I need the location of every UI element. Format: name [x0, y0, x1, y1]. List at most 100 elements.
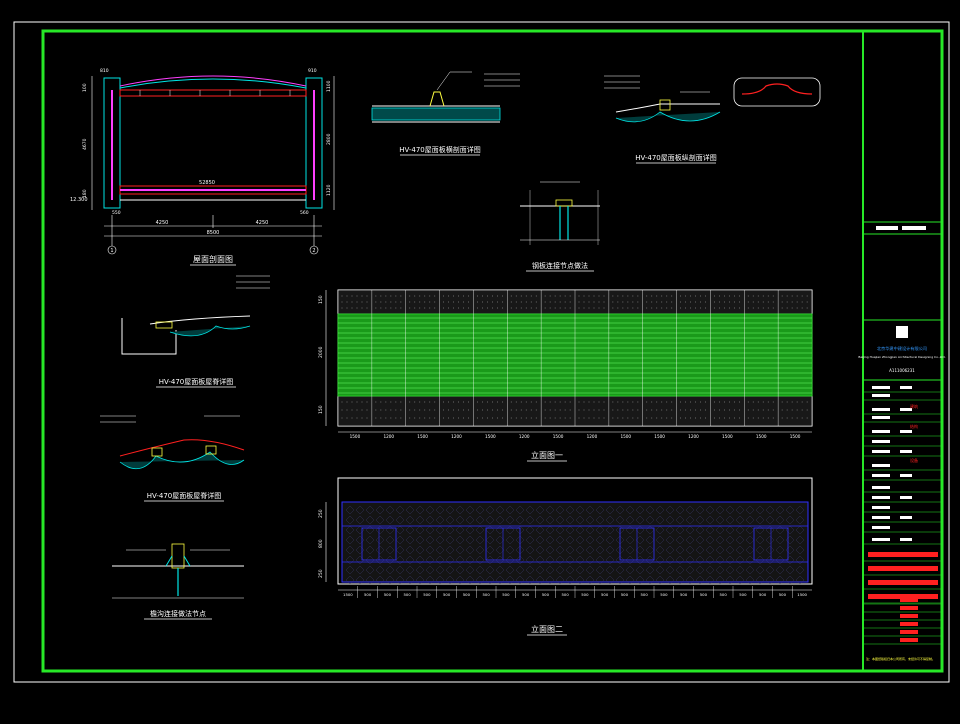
elev1-texture-dot [491, 409, 493, 411]
bottom-dim-a: 4250 [156, 220, 169, 226]
elev2-texture [765, 505, 775, 515]
elev1-texture-dot [510, 307, 512, 309]
elev1-texture-dot [705, 295, 707, 297]
elev1-left-dim-b: 2000 [318, 346, 324, 358]
elev1-texture-dot [723, 409, 725, 411]
elev1-texture-dot [356, 307, 358, 309]
elev2-texture [495, 505, 505, 515]
elev2-texture [685, 525, 695, 535]
elev2-texture [505, 505, 515, 515]
elev2-texture [695, 545, 705, 555]
elev2-texture [675, 545, 685, 555]
elev2-texture [675, 565, 685, 575]
elev2-texture [785, 575, 795, 585]
elev2-texture [445, 545, 455, 555]
elev1-texture-dot [632, 417, 634, 419]
elev2-texture [525, 525, 535, 535]
tb-row-text [872, 430, 890, 433]
elev2-texture [715, 505, 725, 515]
tb-red-bar [868, 552, 938, 557]
elev1-texture-dot [617, 401, 619, 403]
elev2-texture [715, 515, 725, 525]
profile-curve [741, 83, 813, 95]
elev2-texture [345, 555, 355, 565]
elev1-texture-dot [375, 301, 377, 303]
elev2-texture [625, 545, 635, 555]
elev1-texture-dot [476, 307, 478, 309]
elev1-texture-dot [661, 307, 663, 309]
elev2-dim-label: 500 [641, 592, 649, 597]
elev1-left-dim-c: 150 [318, 405, 324, 414]
elev1-grid [341, 290, 808, 426]
elev2-texture [685, 555, 695, 565]
elev2-texture [445, 515, 455, 525]
elev1-texture-dot [603, 307, 605, 309]
elev2-texture [555, 525, 565, 535]
elev2-texture [715, 555, 725, 565]
elev1-texture-dot [801, 401, 803, 403]
elev1-texture-dot [801, 417, 803, 419]
tb-row-text [900, 474, 912, 477]
elev2-texture [625, 505, 635, 515]
elev1-texture-dot [424, 307, 426, 309]
elev2-texture [615, 575, 625, 585]
elev2-texture [775, 575, 785, 585]
elev1-texture-dot [680, 401, 682, 403]
elev1-texture-dot [762, 417, 764, 419]
elev2-texture [735, 555, 745, 565]
elev2-texture [655, 575, 665, 585]
elev2-texture [655, 515, 665, 525]
elev1-texture-dot [429, 401, 431, 403]
elev1-texture-dot [593, 307, 595, 309]
tb-row-text [872, 464, 890, 467]
stamp-arch: 建筑 [910, 403, 918, 409]
elev2-texture [725, 565, 735, 575]
elev1-texture-dot [496, 307, 498, 309]
elev1-texture-dot [501, 417, 503, 419]
elev2-texture [565, 525, 575, 535]
elev2-texture [505, 525, 515, 535]
elev1-texture-dot [690, 295, 692, 297]
elev1-texture-dot [718, 401, 720, 403]
elev1-texture-dot [409, 301, 411, 303]
elev1-texture-dot [627, 295, 629, 297]
elev1-texture-dot [375, 401, 377, 403]
elev1-texture-dot [806, 417, 808, 419]
elev2-texture [585, 565, 595, 575]
elev1-texture-dot [685, 401, 687, 403]
elev1-texture-dot [476, 417, 478, 419]
elev2-texture [675, 505, 685, 515]
cross-section-detail: HV-470屋面板横剖面详图 [371, 71, 520, 156]
elev1-texture-dot [791, 307, 793, 309]
elev2-texture [415, 535, 425, 545]
total-dim: 8500 [207, 230, 220, 236]
elev1-texture-dot [481, 417, 483, 419]
axis-label-1: 1 [110, 248, 113, 254]
elev2-texture [765, 535, 775, 545]
elev2-texture [395, 525, 405, 535]
elev1-texture-dot [419, 409, 421, 411]
elev1-texture-dot [685, 301, 687, 303]
elev2-texture [615, 545, 625, 555]
elev1-texture-dot [549, 301, 551, 303]
elev2-texture [445, 505, 455, 515]
elev1-texture-dot [718, 409, 720, 411]
elev2-texture [385, 525, 395, 535]
elev2-texture [625, 515, 635, 525]
elev2-left-dim-b: 800 [318, 539, 324, 548]
elev2-texture [365, 575, 375, 585]
elev2-texture [755, 565, 765, 575]
elev1-texture-dot [481, 401, 483, 403]
elev2-texture [595, 505, 605, 515]
elev1-texture-dot [341, 301, 343, 303]
elev1-texture-dot [622, 301, 624, 303]
elev1-texture-dot [718, 301, 720, 303]
elev2-texture [495, 515, 505, 525]
elev1-texture-dot [530, 401, 532, 403]
elev1-texture-dot [578, 307, 580, 309]
title-block: 北京华建中建设计有限公司 Beijing Huajian Zhongjian A… [858, 221, 946, 661]
elev1-texture-dot [747, 417, 749, 419]
elev2-texture [765, 545, 775, 555]
tb-red-cell [900, 638, 918, 642]
elev1-texture-dot [738, 409, 740, 411]
